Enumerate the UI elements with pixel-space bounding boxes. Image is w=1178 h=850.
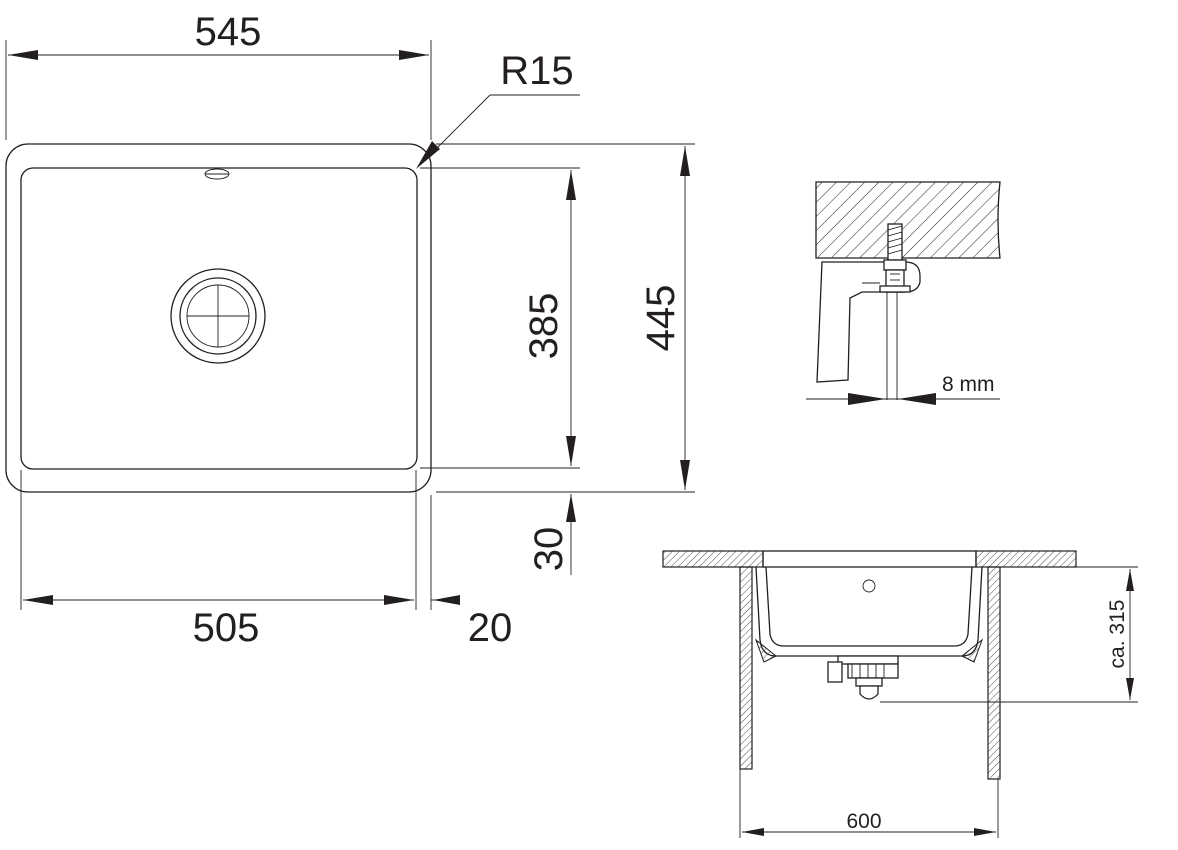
dimension-545-label: 545 (195, 10, 262, 54)
worktop-left (662, 550, 764, 568)
sink-outer-outline (5, 143, 432, 493)
top-view: 545 R15 505 20 (5, 10, 695, 650)
dimension-545: 545 (5, 10, 432, 140)
radius-label: R15 (500, 49, 573, 93)
overflow-icon (862, 579, 876, 593)
worktop-right (975, 550, 1077, 568)
dimension-600-label: 600 (846, 810, 881, 833)
mounting-detail-view: 8 mm (806, 181, 1001, 405)
dimension-505-label: 505 (193, 606, 260, 650)
dimension-445: 445 (436, 143, 695, 493)
cabinet-wall-left (739, 566, 753, 770)
drain-icon (170, 268, 266, 364)
waste-fitting-icon (827, 655, 899, 700)
dimension-8mm: 8 mm (806, 373, 1000, 405)
radius-callout: R15 (416, 49, 580, 169)
dimension-30: 30 (527, 494, 576, 575)
dimension-30-label: 30 (527, 527, 571, 572)
dimension-385-label: 385 (522, 293, 566, 360)
dimension-20-label: 20 (468, 606, 513, 650)
dimension-20: 20 (430, 495, 513, 650)
dimension-depth-label: ca. 315 (1106, 600, 1129, 669)
dimension-8mm-label: 8 mm (942, 373, 995, 396)
dimension-445-label: 445 (639, 285, 683, 352)
sink-bowl-outline (20, 167, 418, 470)
cabinet-section-view: ca. 315 600 (662, 550, 1138, 838)
dimension-505: 505 (20, 470, 417, 650)
mounting-screw-icon (879, 223, 911, 400)
worktop-section (815, 181, 1001, 259)
dimension-385: 385 (420, 167, 580, 469)
dimension-depth: ca. 315 (880, 566, 1138, 703)
cabinet-wall-right (987, 566, 1001, 780)
dimension-600: 600 (739, 769, 999, 838)
